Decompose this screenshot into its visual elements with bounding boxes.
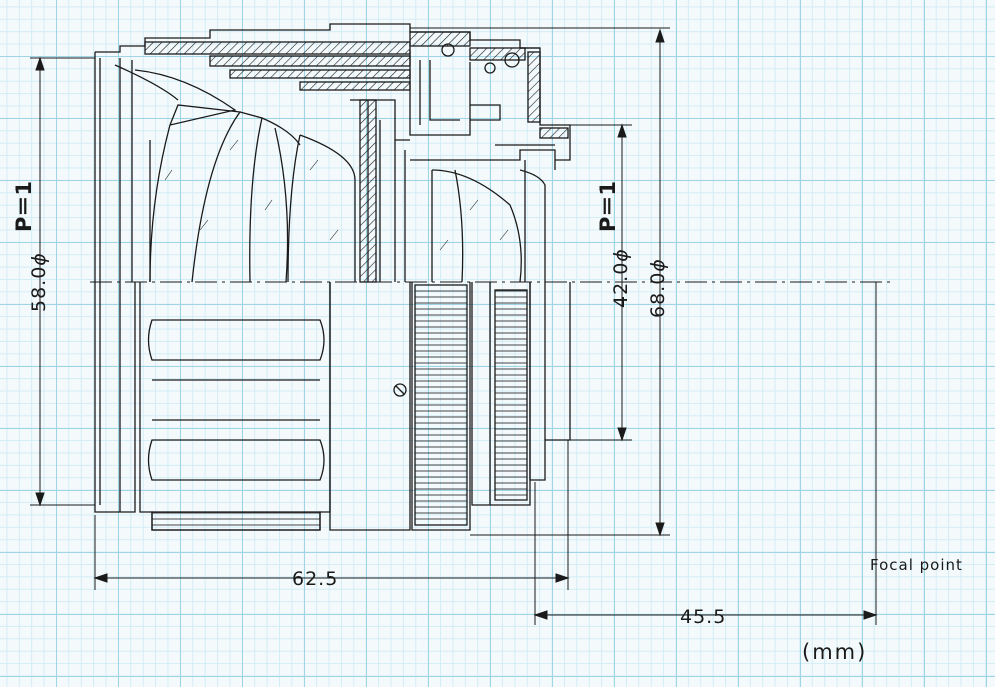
outer-diameter-phi: ϕ xyxy=(647,258,669,272)
unit-label: (mm) xyxy=(802,640,868,664)
rear-diameter-phi: ϕ xyxy=(610,248,632,262)
front-diameter-phi: ϕ xyxy=(28,252,50,266)
dimension-lines xyxy=(30,27,878,625)
upper-section-view xyxy=(94,23,571,283)
front-diameter-label: 58.0ϕ xyxy=(28,252,50,312)
rear-diameter-value: 42.0 xyxy=(610,261,632,308)
rear-pitch-note: P＝1 xyxy=(596,180,620,232)
outer-diameter-value: 68.0 xyxy=(647,271,669,318)
length-dimension: 62.5 xyxy=(292,568,339,590)
outer-diameter-label: 68.0ϕ xyxy=(647,258,669,318)
lower-external-view xyxy=(94,282,571,531)
front-diameter-value: 58.0 xyxy=(28,265,50,312)
focal-point-label: Focal point xyxy=(870,556,963,574)
front-pitch-note: P＝1 xyxy=(12,180,36,232)
flange-dimension: 45.5 xyxy=(680,606,727,628)
rear-diameter-label: 42.0ϕ xyxy=(610,248,632,308)
